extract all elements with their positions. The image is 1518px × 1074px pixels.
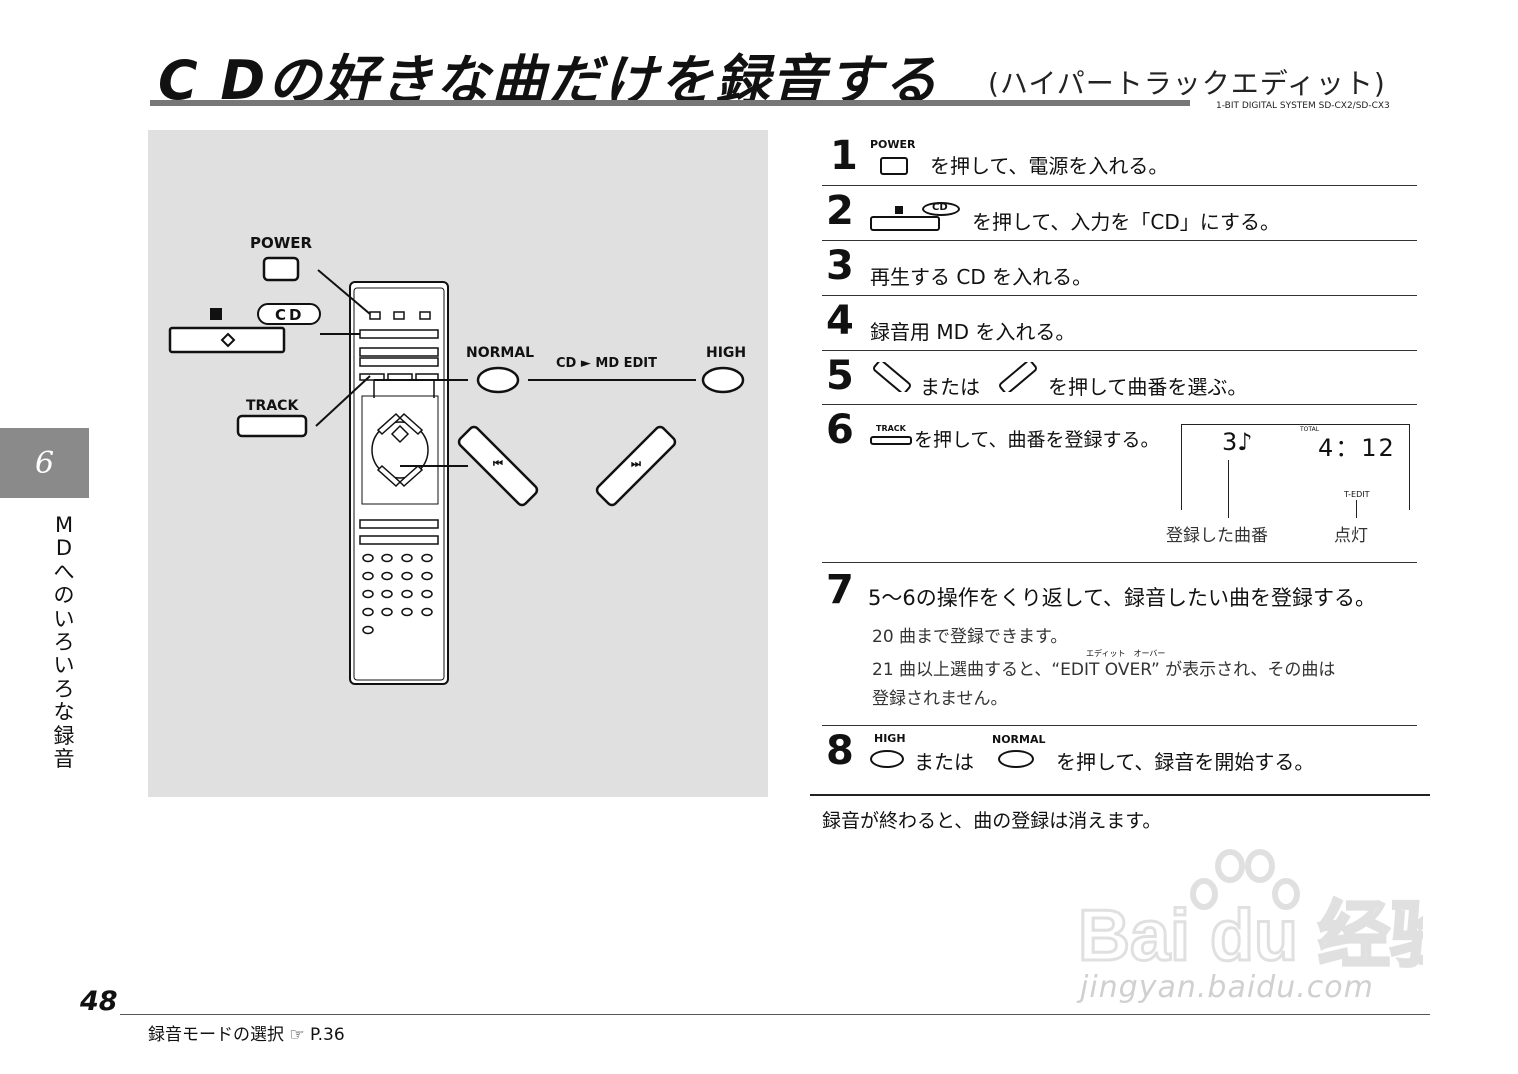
step-6-text: を押して、曲番を登録する。 [914, 429, 1160, 451]
step-divider [822, 562, 1417, 563]
display-caption-lit: 点灯 [1334, 526, 1368, 546]
chapter-label: MDへのいろいろな録音 [53, 513, 75, 772]
step-divider [822, 295, 1417, 296]
step-1-number: 1 [830, 133, 858, 179]
step-3-number: 3 [826, 243, 854, 289]
step-1-power-label: POWER [870, 138, 916, 151]
remote-control-drawing [168, 256, 745, 685]
final-note: 録音が終わると、曲の登録は消えます。 [822, 810, 1162, 832]
step-4-text: 録音用 MD を入れる。 [870, 320, 1076, 344]
step-6-track-label: TRACK [876, 424, 906, 433]
note-line-3: 登録されません。 [872, 689, 1008, 709]
power-label: POWER [250, 234, 313, 252]
power-button-icon [880, 157, 908, 175]
watermark-url: jingyan.baidu.com [1080, 970, 1374, 1005]
step-divider [822, 350, 1417, 351]
stop-cd-button-icon [870, 216, 940, 231]
step-2-text: を押して、入力を「CD」にする。 [972, 210, 1280, 234]
footer-divider [120, 1014, 1430, 1015]
step-divider [822, 240, 1417, 241]
step-2-number: 2 [826, 188, 854, 234]
skip-forward-button-icon [996, 359, 1040, 395]
step-8-text: を押して、録音を開始する。 [1056, 750, 1315, 774]
step-5-text: を押して曲番を選ぶ。 [1048, 375, 1248, 399]
model-name: 1-BIT DIGITAL SYSTEM SD-CX2/SD-CX3 [1216, 101, 1390, 111]
step-7-number: 7 [826, 567, 854, 613]
note-ruby: エディット オーバー [1086, 649, 1166, 658]
note-line-2: 21 曲以上選曲すると、“EDIT OVER” が表示され、その曲は [872, 660, 1336, 680]
step-6-number: 6 [826, 407, 854, 453]
normal-button-icon [998, 750, 1034, 768]
step-8-normal-label: NORMAL [992, 733, 1046, 746]
track-pointer-line [1228, 460, 1229, 518]
cd-button-icon [922, 202, 960, 216]
lcd-display [1181, 424, 1410, 510]
watermark-logo-text: Bai du 经验 [1078, 896, 1423, 976]
cd-label: CD [275, 306, 305, 324]
display-caption-track: 登録した曲番 [1166, 526, 1268, 546]
cd-md-edit-label: CD ► MD EDIT [556, 356, 658, 371]
step-divider [822, 185, 1417, 186]
baidu-watermark-logo: Bai du 经验 [1077, 848, 1464, 1008]
step-7-text: 5～6の操作をくり返して、録音したい曲を登録する。 [868, 586, 1377, 610]
tedit-pointer-line [1356, 500, 1357, 518]
track-label: TRACK [246, 398, 299, 414]
step-4-number: 4 [826, 298, 854, 344]
step-2-cd-label: CD [932, 202, 948, 213]
normal-label: NORMAL [466, 345, 535, 361]
display-tedit-label: T-EDIT [1344, 490, 1370, 499]
skip-back-button-icon [870, 359, 914, 395]
step-3-text: 再生する CD を入れる。 [870, 265, 1093, 289]
stop-icon [895, 206, 903, 214]
track-button-icon [870, 436, 912, 445]
step-divider [822, 404, 1417, 405]
note-line-1: 20 曲まで登録できます。 [872, 627, 1068, 647]
step-divider [822, 725, 1417, 726]
remote-illustration: POWER CD TRACK NORMAL CD ► MD EDIT HIGH … [148, 130, 768, 797]
chapter-tab: 6 [0, 428, 89, 498]
step-8-or-text: または [914, 750, 974, 774]
title-underline [150, 100, 1190, 106]
footer-reference: 録音モードの選択 ☞ P.36 [148, 1025, 345, 1045]
skip-back-icon: ⏮ [493, 457, 503, 470]
display-time: 4：12 [1318, 434, 1396, 462]
step-8-number: 8 [826, 728, 854, 774]
final-divider [810, 794, 1430, 796]
page-number: 48 [80, 986, 118, 1017]
page-subtitle: (ハイパートラックエディット) [988, 67, 1386, 100]
high-label: HIGH [706, 345, 747, 361]
step-8-high-label: HIGH [874, 732, 906, 745]
display-track: 3♪ [1222, 428, 1253, 456]
step-5-number: 5 [826, 353, 854, 399]
step-5-or-text: または [920, 375, 980, 399]
skip-forward-icon: ⏭ [631, 457, 641, 470]
high-button-icon [870, 750, 904, 768]
display-total-label: TOTAL [1300, 426, 1320, 433]
step-1-text: を押して、電源を入れる。 [930, 154, 1169, 178]
